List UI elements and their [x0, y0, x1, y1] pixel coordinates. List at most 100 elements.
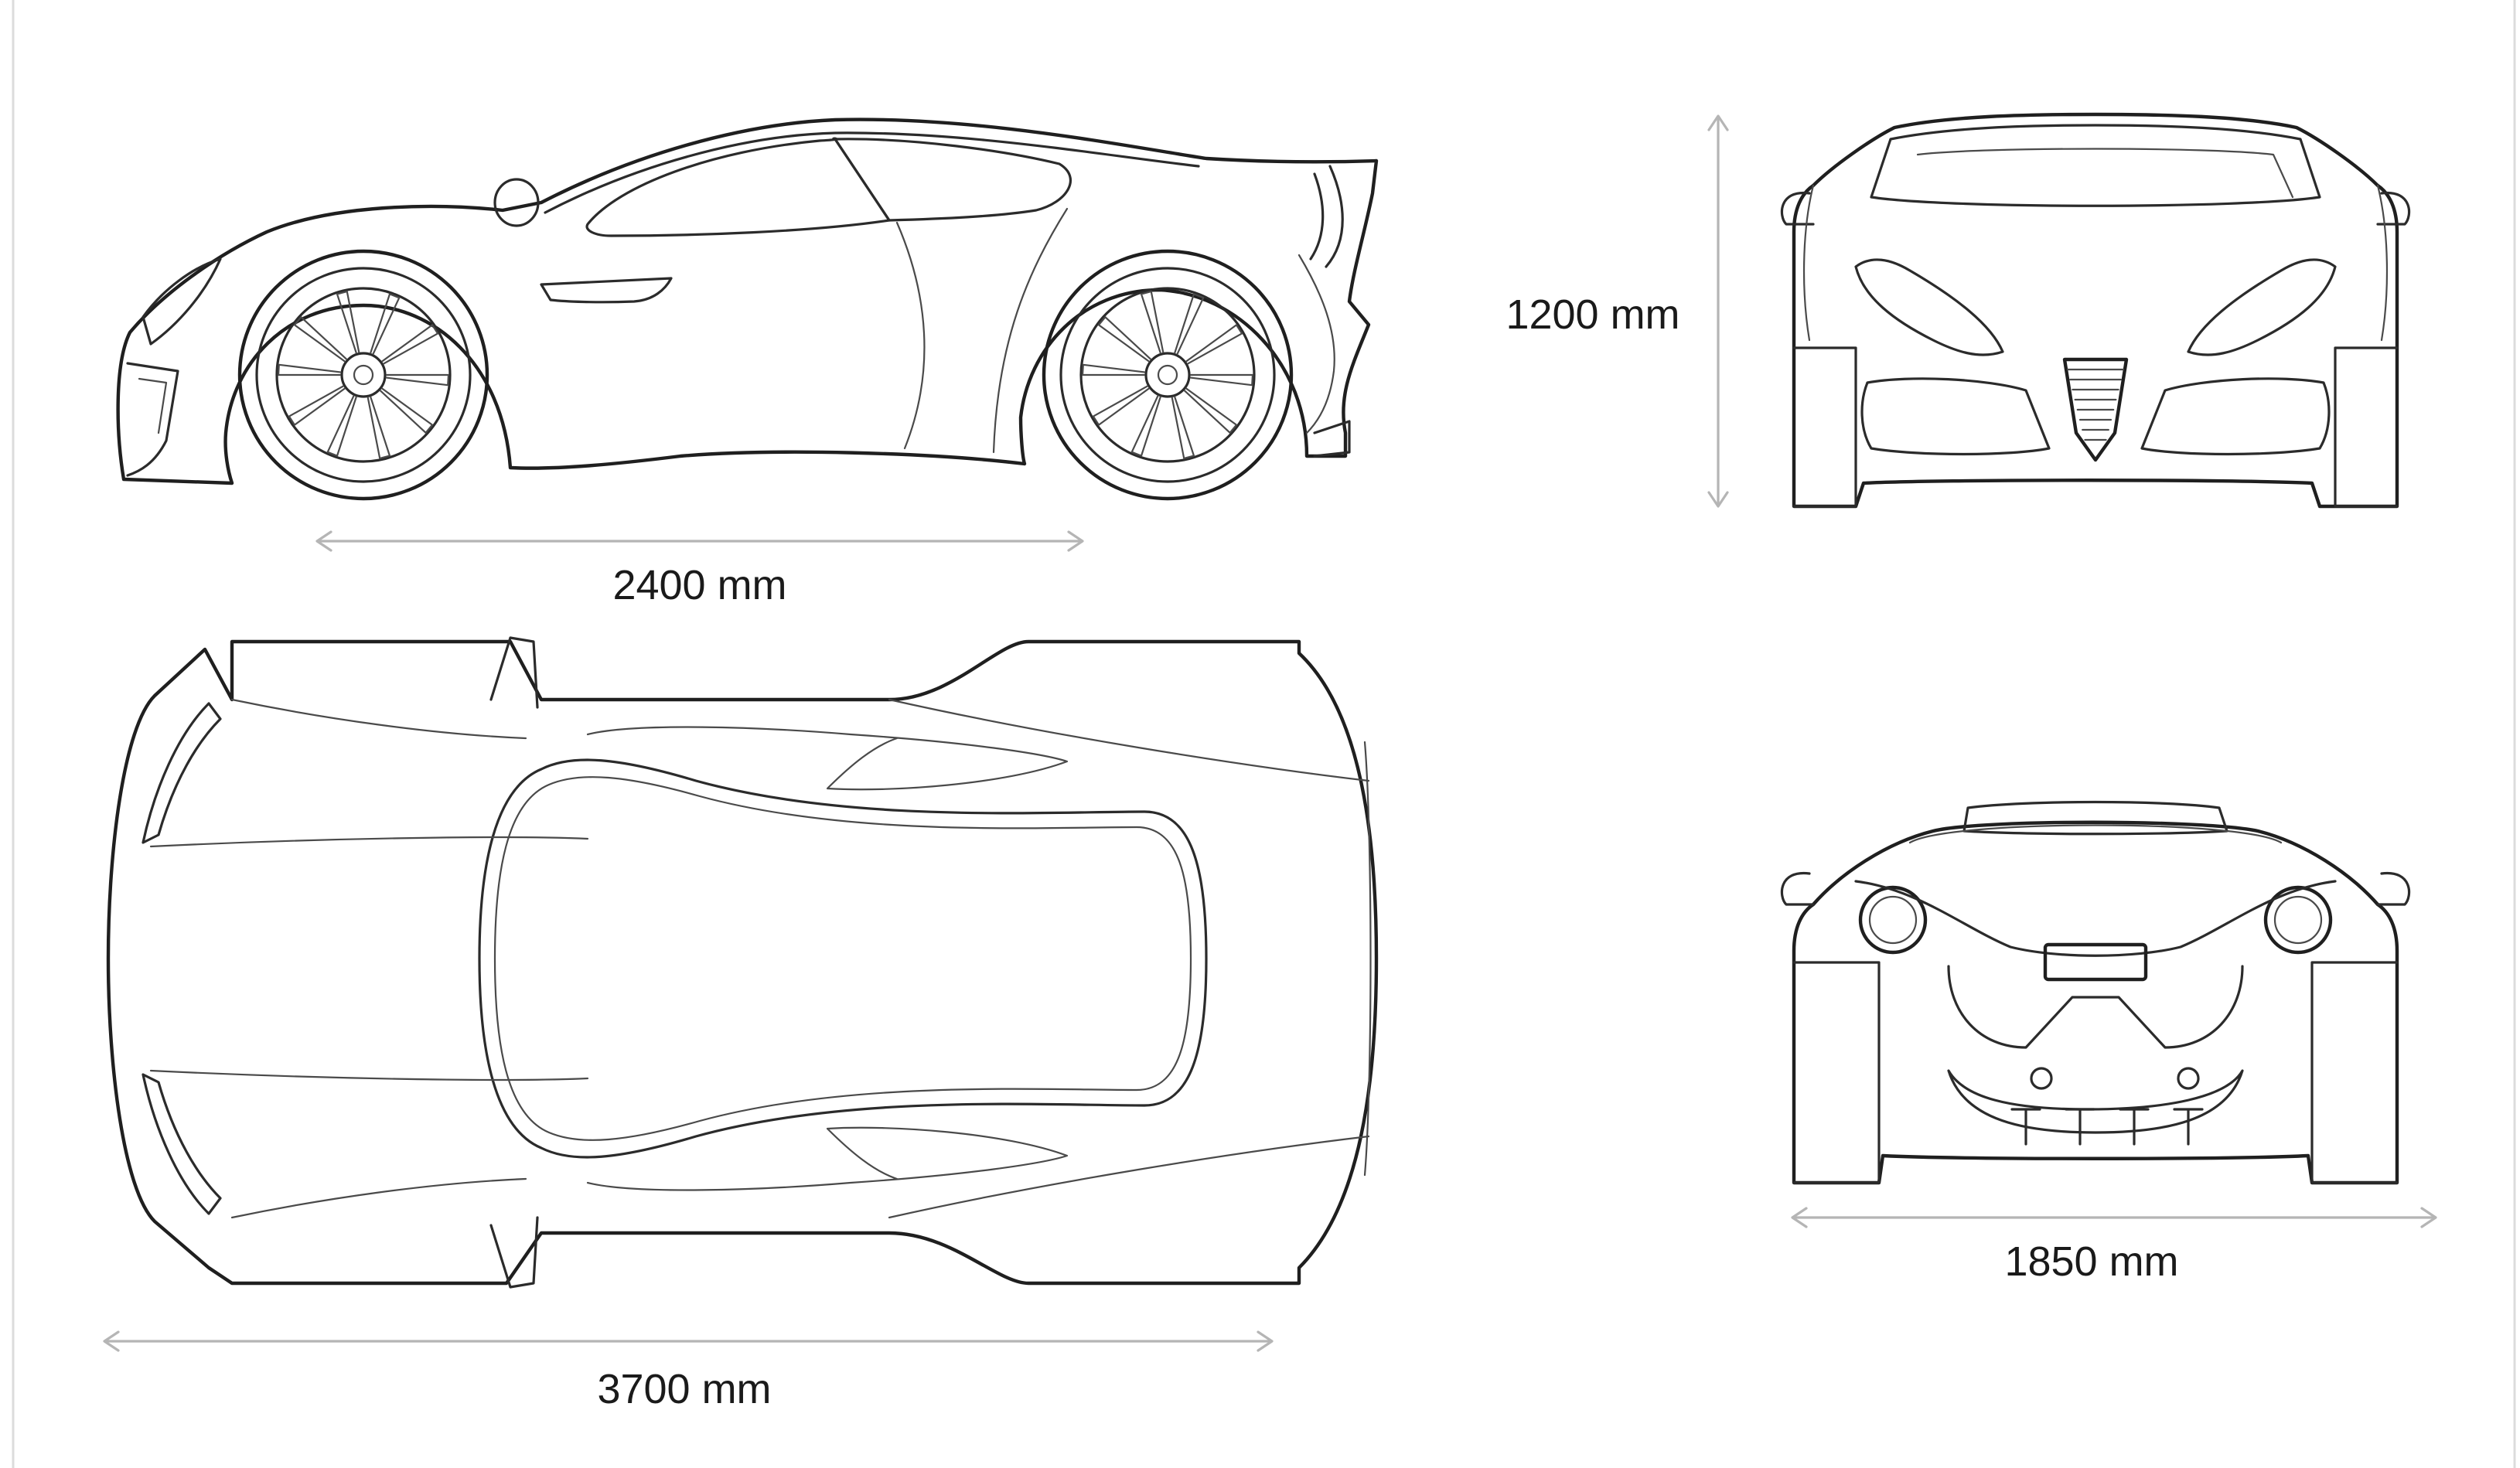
top-side-scoop-upper	[586, 726, 1069, 791]
top-view: 3700 mm	[103, 636, 1379, 1412]
side-mirror	[493, 178, 540, 227]
height-dimension: 1200 mm	[1506, 114, 1729, 508]
front-wheel-left	[1792, 346, 1857, 508]
side-door-line	[895, 221, 926, 450]
rear-mirror-right	[2376, 872, 2411, 906]
rear-lower-body	[1947, 965, 2244, 1049]
length-dimension: 3700 mm	[103, 1330, 1274, 1412]
length-arrow-left	[103, 1330, 120, 1352]
side-vent	[540, 277, 673, 304]
front-wheel-right	[2334, 346, 2399, 508]
front-grille-slats	[2066, 368, 2125, 441]
front-intake-right	[2140, 377, 2331, 456]
wheel-spoke	[367, 396, 391, 460]
front-mirror-left	[1780, 192, 1815, 226]
top-headlight-upper	[142, 702, 222, 844]
wheel-spoke	[1140, 290, 1165, 354]
wheelbase-arrow-right	[1067, 530, 1084, 552]
front-view: 1200 mm	[1506, 112, 2411, 509]
side-front-wheel	[237, 249, 489, 501]
rear-roof	[1908, 824, 2283, 844]
side-headlight	[142, 257, 222, 346]
wheel-spoke	[288, 385, 346, 426]
front-grille	[2062, 357, 2129, 462]
top-body-outline	[106, 639, 1379, 1286]
rear-deck-line	[1854, 880, 2337, 957]
rear-body-outline	[1792, 820, 2399, 1185]
width-dimension: 1850 mm	[1791, 1207, 2437, 1285]
wheel-spoke	[1081, 363, 1146, 376]
rear-mirror-left	[1780, 872, 1815, 906]
wheel-spoke	[379, 387, 434, 434]
wheel-spoke	[1092, 385, 1150, 426]
front-headlight-left	[1854, 258, 2004, 356]
top-cabin-outer	[478, 758, 1208, 1159]
side-body-outline	[116, 118, 1379, 485]
side-view: 2400 mm	[116, 118, 1379, 608]
wheel-spoke	[1171, 396, 1195, 460]
wheel-spoke	[1130, 395, 1161, 457]
top-side-scoop-lower	[586, 1126, 1069, 1191]
side-roof-inner	[544, 131, 1200, 214]
diffuser-fin	[2065, 1108, 2095, 1146]
side-front-intake-inner	[138, 377, 168, 434]
top-rear-edge	[1363, 741, 1372, 1177]
front-headlight-right	[2187, 258, 2337, 356]
front-fender-left	[1802, 184, 1815, 342]
width-label: 1850 mm	[2004, 1238, 2178, 1285]
wheelbase-label: 2400 mm	[612, 562, 786, 608]
top-mirror-right	[489, 1216, 539, 1289]
side-rear-wheel	[1042, 249, 1294, 501]
wheel-spoke	[293, 316, 348, 363]
front-windscreen	[1870, 124, 2321, 207]
wheel-spoke	[385, 373, 450, 387]
rear-exhaust-left	[2030, 1067, 2053, 1090]
side-exhaust	[1313, 420, 1351, 458]
top-rear-flank-lower	[888, 1135, 1370, 1219]
wheelbase-arrow-left	[315, 530, 332, 552]
front-fender-right	[2376, 184, 2389, 342]
diffuser-fin	[2010, 1108, 2041, 1146]
rear-taillight-left	[1858, 885, 1928, 955]
rear-taillight-right-inner	[2273, 895, 2323, 945]
width-arrow-right	[2420, 1207, 2437, 1228]
wheel-spoke	[1174, 293, 1205, 355]
side-rear-panel	[1298, 254, 1335, 434]
diffuser-fin	[2173, 1108, 2204, 1146]
side-window-rear	[834, 138, 1072, 222]
rear-license-plate	[2043, 942, 2148, 982]
wheel-spoke	[1189, 373, 1254, 387]
top-mirror-left	[489, 636, 539, 709]
top-cabin-inner	[493, 776, 1192, 1141]
rear-window	[1962, 800, 2228, 836]
wheel-spoke	[1183, 387, 1238, 434]
diffuser-fin	[2119, 1108, 2150, 1146]
rear-view: 1850 mm	[1780, 800, 2437, 1285]
wheel-spoke	[326, 395, 357, 457]
height-label: 1200 mm	[1506, 291, 1679, 338]
front-body-outline	[1792, 112, 2399, 509]
length-label: 3700 mm	[597, 1366, 771, 1412]
rear-exhaust-right	[2177, 1067, 2200, 1090]
wheel-spoke	[336, 290, 360, 354]
rear-exhaust-bar	[1947, 1069, 2244, 1134]
side-front-intake	[126, 362, 179, 477]
front-windscreen-inner	[1916, 148, 2294, 199]
length-arrow-right	[1257, 1330, 1274, 1352]
wheel-spoke	[277, 363, 342, 376]
height-arrow-top	[1707, 114, 1729, 131]
wheel-spoke	[370, 293, 401, 355]
top-flank-upper	[149, 698, 589, 848]
rear-diffuser-fins	[2010, 1108, 2204, 1146]
top-headlight-lower	[142, 1073, 222, 1215]
rear-wheel-right	[2310, 961, 2399, 1184]
rear-wheel-left	[1792, 961, 1881, 1184]
rear-taillight-right	[2263, 885, 2333, 955]
wheel-spoke	[1185, 324, 1243, 365]
front-intake-left	[1860, 377, 2051, 456]
wheel-spoke	[1097, 316, 1152, 363]
rear-taillight-left-inner	[1868, 895, 1918, 945]
height-arrow-bottom	[1707, 491, 1729, 508]
wheelbase-dimension: 2400 mm	[315, 530, 1084, 608]
